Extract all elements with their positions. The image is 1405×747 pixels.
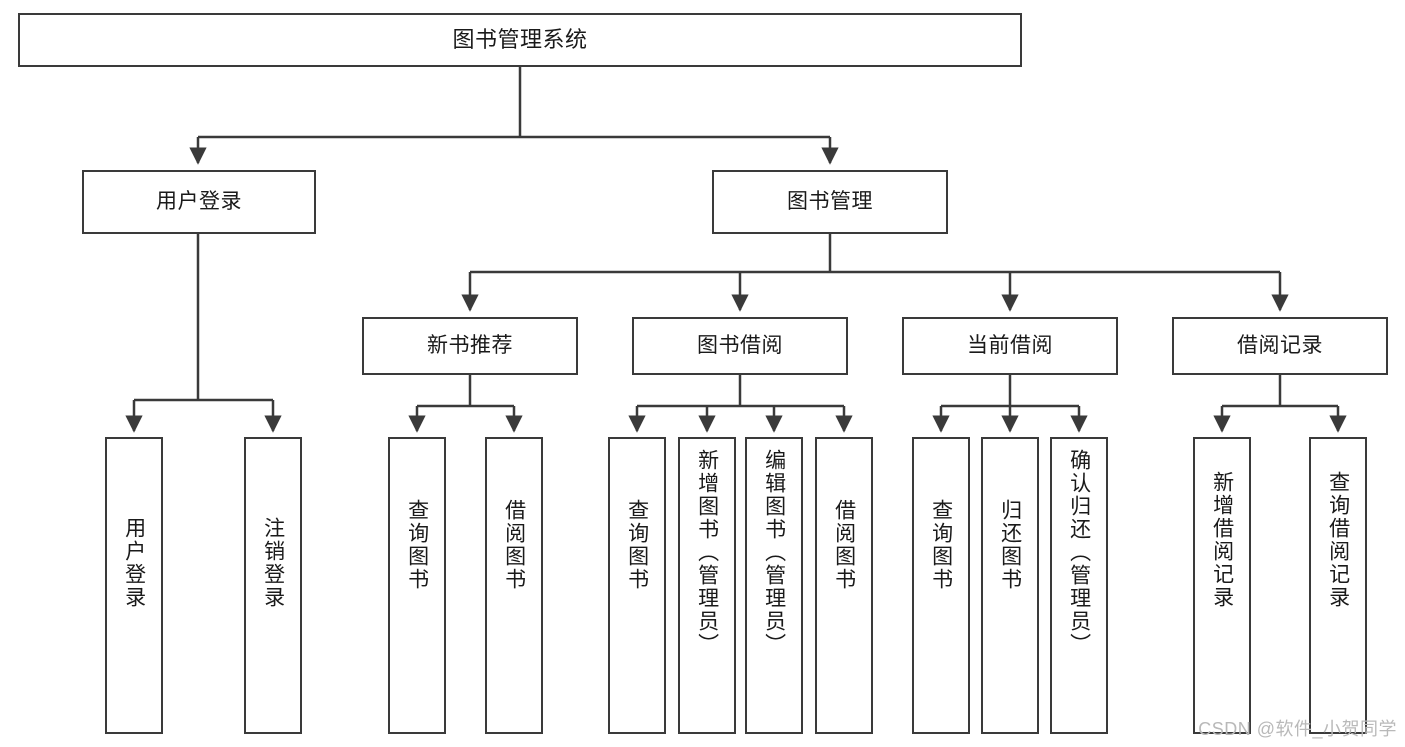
leaf-current-borrow-query-book[interactable]: 查询图书 xyxy=(912,437,970,734)
node-book-management[interactable]: 图书管理 xyxy=(712,170,948,234)
leaf-book-borrow-query-book[interactable]: 查询图书 xyxy=(608,437,666,734)
leaf-book-borrow-borrow-book[interactable]: 借阅图书 xyxy=(815,437,873,734)
leaf-new-book-query-book[interactable]: 查询图书 xyxy=(388,437,446,734)
node-book-borrow[interactable]: 图书借阅 xyxy=(632,317,848,375)
leaf-borrow-record-add-record[interactable]: 新增借阅记录 xyxy=(1193,437,1251,734)
node-label: 新增图书（管理员） xyxy=(695,449,719,656)
node-label: 用户登录 xyxy=(156,190,242,214)
node-new-book-recommend[interactable]: 新书推荐 xyxy=(362,317,578,375)
node-label: 注销登录 xyxy=(261,517,285,609)
leaf-book-borrow-edit-book-admin[interactable]: 编辑图书（管理员） xyxy=(745,437,803,734)
node-label: 图书管理 xyxy=(787,190,873,214)
node-label: 确认归还（管理员） xyxy=(1067,449,1091,656)
node-label: 归还图书 xyxy=(998,499,1022,591)
node-label: 编辑图书（管理员） xyxy=(762,449,786,656)
leaf-new-book-borrow-book[interactable]: 借阅图书 xyxy=(485,437,543,734)
leaf-book-borrow-add-book-admin[interactable]: 新增图书（管理员） xyxy=(678,437,736,734)
node-borrow-record[interactable]: 借阅记录 xyxy=(1172,317,1388,375)
watermark: CSDN @软件_小贺同学 xyxy=(1198,719,1397,739)
leaf-borrow-record-query-record[interactable]: 查询借阅记录 xyxy=(1309,437,1367,734)
node-current-borrow[interactable]: 当前借阅 xyxy=(902,317,1118,375)
node-label: 借阅图书 xyxy=(502,499,526,591)
node-label: 新增借阅记录 xyxy=(1210,471,1234,609)
node-label: 查询借阅记录 xyxy=(1326,471,1350,609)
node-label: 用户登录 xyxy=(122,517,146,609)
node-label: 图书管理系统 xyxy=(452,26,588,52)
node-label: 借阅图书 xyxy=(832,499,856,591)
node-label: 借阅记录 xyxy=(1237,334,1323,358)
node-label: 当前借阅 xyxy=(967,334,1053,358)
node-root-book-management-system[interactable]: 图书管理系统 xyxy=(18,13,1022,67)
leaf-user-login-login[interactable]: 用户登录 xyxy=(105,437,163,734)
leaf-current-borrow-return-book[interactable]: 归还图书 xyxy=(981,437,1039,734)
node-label: 查询图书 xyxy=(625,499,649,591)
node-label: 新书推荐 xyxy=(427,334,513,358)
node-label: 查询图书 xyxy=(405,499,429,591)
node-label: 图书借阅 xyxy=(697,334,783,358)
leaf-current-borrow-confirm-return-admin[interactable]: 确认归还（管理员） xyxy=(1050,437,1108,734)
node-label: 查询图书 xyxy=(929,499,953,591)
leaf-user-login-logout[interactable]: 注销登录 xyxy=(244,437,302,734)
node-user-login[interactable]: 用户登录 xyxy=(82,170,316,234)
